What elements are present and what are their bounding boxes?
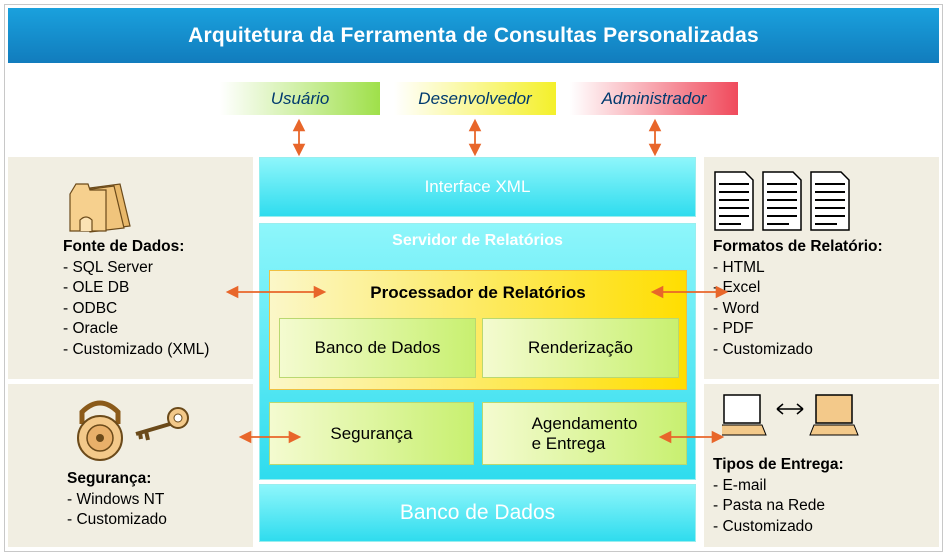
delivery-types-list: Tipos de Entrega: - E-mail - Pasta na Re…: [713, 455, 844, 537]
security-module: Segurança: [269, 402, 474, 465]
scheduling-line1: Agendamento: [531, 413, 638, 433]
scheduling-line2: e Entrega: [531, 433, 606, 453]
data-source-item: - OLE DB: [63, 279, 130, 297]
bottom-database-box: Banco de Dados: [259, 484, 696, 542]
role-developer: Desenvolvedor: [394, 82, 556, 115]
role-user: Usuário: [220, 82, 380, 115]
report-format-item: - PDF: [713, 320, 754, 338]
monitor-icon: [722, 394, 859, 436]
role-admin: Administrador: [570, 82, 738, 115]
report-server-title: Servidor de Relatórios: [392, 232, 563, 249]
folder-icon: [69, 183, 131, 233]
data-source-item: - Oracle: [63, 320, 119, 338]
report-processor-title: Processador de Relatórios: [370, 283, 586, 302]
data-source-item: - ODBC: [63, 299, 118, 317]
delivery-type-item: - Pasta na Rede: [713, 497, 826, 515]
data-sources-list: Fonte de Dados: - SQL Server - OLE DB - …: [63, 237, 209, 361]
data-sources-heading: Fonte de Dados:: [63, 238, 185, 255]
rendering-module: Renderização: [482, 318, 679, 378]
key-icon: [135, 407, 189, 441]
security-item: - Windows NT: [67, 490, 165, 508]
security-panel: [8, 384, 253, 547]
scheduling-delivery-module: Agendamento e Entrega: [482, 402, 687, 465]
diagram-frame: [4, 4, 943, 552]
xml-interface-box: Interface XML: [259, 157, 696, 217]
report-format-item: - HTML: [713, 258, 765, 276]
diagram-title: Arquitetura da Ferramenta de Consultas P…: [8, 8, 939, 63]
data-sources-panel: [8, 157, 253, 379]
delivery-type-item: - E-mail: [713, 476, 767, 494]
data-source-item: - Customizado (XML): [63, 340, 210, 358]
padlock-icon: [77, 400, 123, 461]
security-item: - Customizado: [67, 511, 167, 529]
security-list: Segurança: - Windows NT - Customizado: [67, 469, 167, 531]
report-formats-heading: Formatos de Relatório:: [713, 238, 883, 255]
report-format-item: - Word: [713, 299, 760, 317]
data-source-item: - SQL Server: [63, 258, 153, 276]
double-arrow-icon: [776, 403, 804, 415]
delivery-type-item: - Customizado: [713, 517, 813, 535]
report-format-item: - Customizado: [713, 340, 813, 358]
security-heading: Segurança:: [67, 470, 152, 487]
report-formats-list: Formatos de Relatório: - HTML - Excel - …: [713, 237, 883, 361]
delivery-types-heading: Tipos de Entrega:: [713, 456, 844, 473]
database-module: Banco de Dados: [279, 318, 476, 378]
document-icon: [714, 171, 850, 231]
